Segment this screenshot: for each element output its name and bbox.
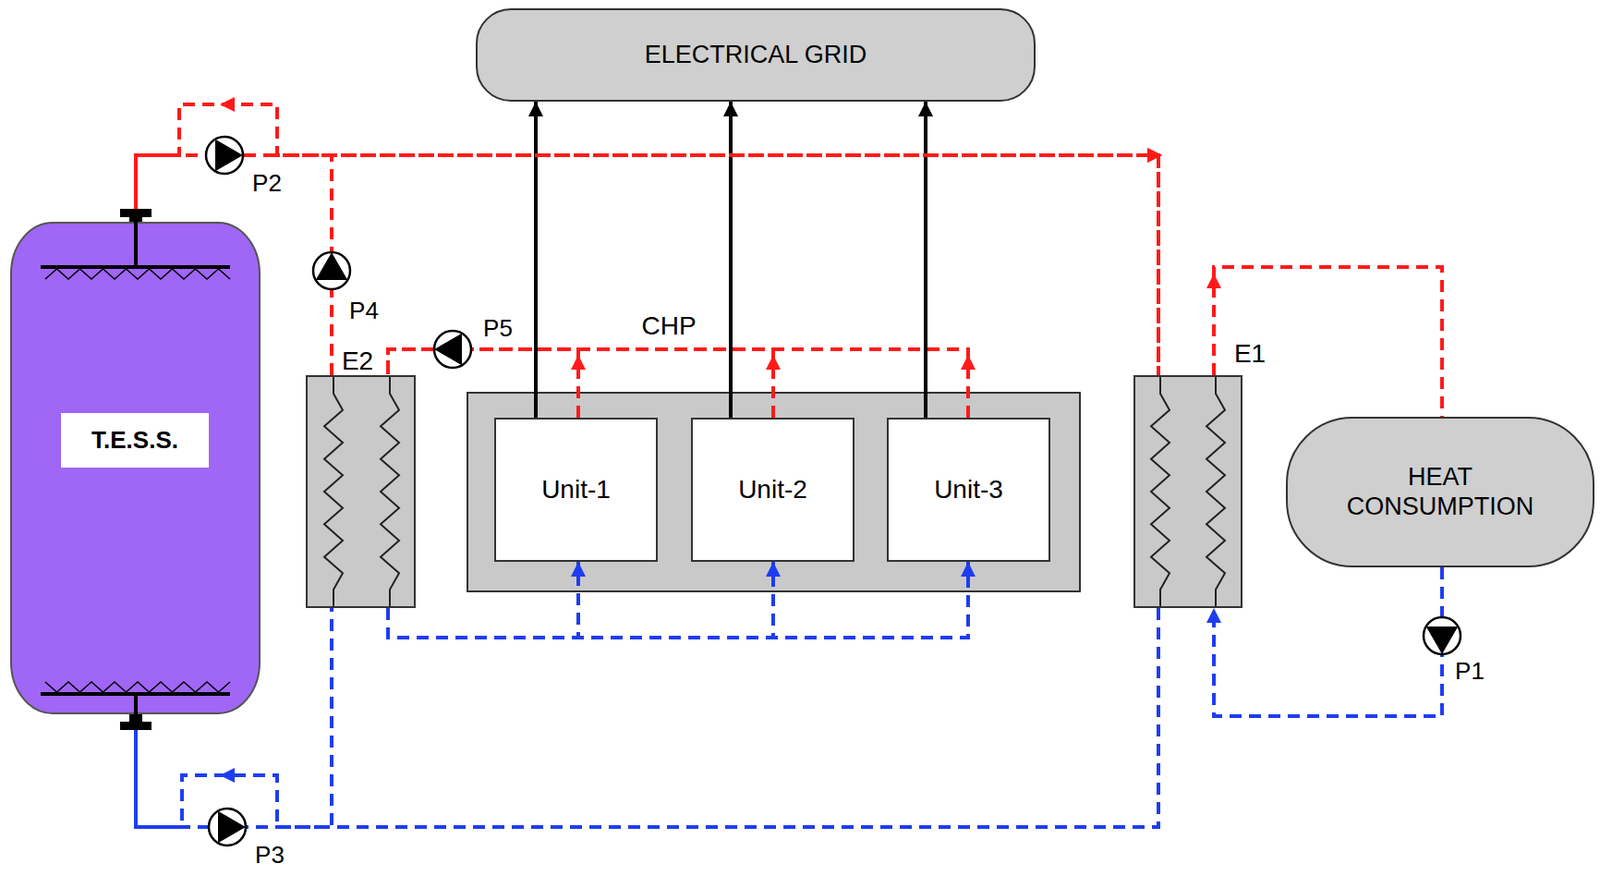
arrow-head (765, 354, 781, 370)
cold-pipe (387, 561, 969, 638)
tank-outline (10, 221, 261, 715)
arrow-head (960, 561, 976, 577)
pump-casing (313, 252, 351, 290)
pump-impeller (216, 140, 243, 171)
exchanger-coils (307, 376, 414, 607)
hot-pipe (135, 155, 1159, 376)
chp-unit: Unit-1 (494, 417, 658, 562)
node-label: E1 (1197, 339, 1303, 369)
pump-symbol (1423, 617, 1461, 655)
hot-pipe (387, 349, 969, 418)
node-label: CHP (362, 311, 977, 341)
node-label: Unit-3 (933, 474, 1004, 505)
power-line (533, 101, 538, 418)
power-line (923, 101, 928, 418)
pump-symbol (206, 136, 243, 174)
pump-label: P2 (252, 169, 282, 198)
chp-unit: Unit-3 (886, 417, 1051, 562)
coil-zigzag (380, 376, 400, 607)
arrow-head (570, 354, 586, 370)
diffuser-nozzles (45, 268, 231, 279)
hot-pipe (331, 155, 1159, 376)
diffuser-bar (40, 691, 231, 696)
storage-tank: T.E.S.S. (10, 221, 261, 715)
pump-symbol (313, 252, 351, 290)
diffuser-stem (133, 221, 138, 267)
grid-box: ELECTRICAL GRID (475, 8, 1036, 102)
pump-impeller (435, 334, 462, 365)
arrow-head (1206, 273, 1222, 289)
pump-casing (1423, 617, 1461, 655)
pump-label: P3 (254, 841, 285, 870)
pump-label: P5 (483, 315, 513, 343)
arrow-head (1147, 147, 1163, 163)
tank-flange (120, 721, 152, 730)
pump-label: P4 (349, 297, 379, 326)
arrow-head (570, 561, 586, 577)
pump-impeller (218, 812, 246, 843)
cold-pipe (387, 561, 579, 638)
arrow-head (219, 767, 235, 783)
node-label: ELECTRICAL GRID (644, 40, 868, 70)
node-label: E2 (304, 346, 412, 376)
backdrop (467, 392, 1080, 592)
connectors (135, 96, 1443, 827)
diffuser-stem (133, 693, 138, 715)
arrow-head (1147, 147, 1163, 163)
pump-label: P1 (1454, 657, 1485, 686)
heat-exchanger: E2 (305, 375, 416, 608)
coil-zigzag (1206, 376, 1225, 607)
fittings (120, 136, 1461, 846)
node-label: HEAT CONSUMPTION (1333, 462, 1547, 521)
diffuser-nozzles (45, 681, 231, 692)
cold-pipe (331, 607, 1159, 827)
pump-casing (206, 136, 243, 174)
arrow-head (765, 561, 781, 577)
cold-pipe (1213, 567, 1443, 716)
pump-casing (208, 808, 246, 846)
arrow-head (528, 101, 544, 117)
power-line (728, 101, 733, 418)
pump-symbol (208, 808, 246, 846)
node-label: Unit-1 (541, 474, 611, 505)
tank-flange (120, 208, 152, 218)
arrow-head (918, 101, 934, 117)
coil-zigzag (1151, 376, 1170, 607)
tank-body (11, 222, 260, 714)
chp-housing-outline (467, 392, 1080, 592)
coil-zigzag (324, 376, 343, 607)
node-label: Unit-2 (738, 474, 808, 505)
heat-exchanger: E1 (1133, 375, 1243, 608)
chp-unit: Unit-2 (690, 417, 855, 562)
cold-pipe (135, 607, 1159, 827)
pump-symbol (434, 330, 472, 368)
chp-housing: CHPUnit-1Unit-2Unit-3 (466, 391, 1081, 593)
consumer-box: HEAT CONSUMPTION (1285, 416, 1595, 568)
diffuser-bar (40, 265, 231, 269)
pump-impeller (316, 253, 348, 280)
arrow-head (219, 96, 235, 112)
arrow-head (723, 101, 739, 117)
exchanger-coils (1135, 376, 1241, 607)
node-label: T.E.S.S. (60, 412, 209, 468)
hot-pipe (387, 349, 579, 418)
cold-pipe (387, 561, 774, 638)
arrow-head (1206, 607, 1222, 623)
pump-impeller (1427, 627, 1458, 655)
pump-casing (434, 330, 472, 368)
arrow-head (960, 354, 976, 370)
